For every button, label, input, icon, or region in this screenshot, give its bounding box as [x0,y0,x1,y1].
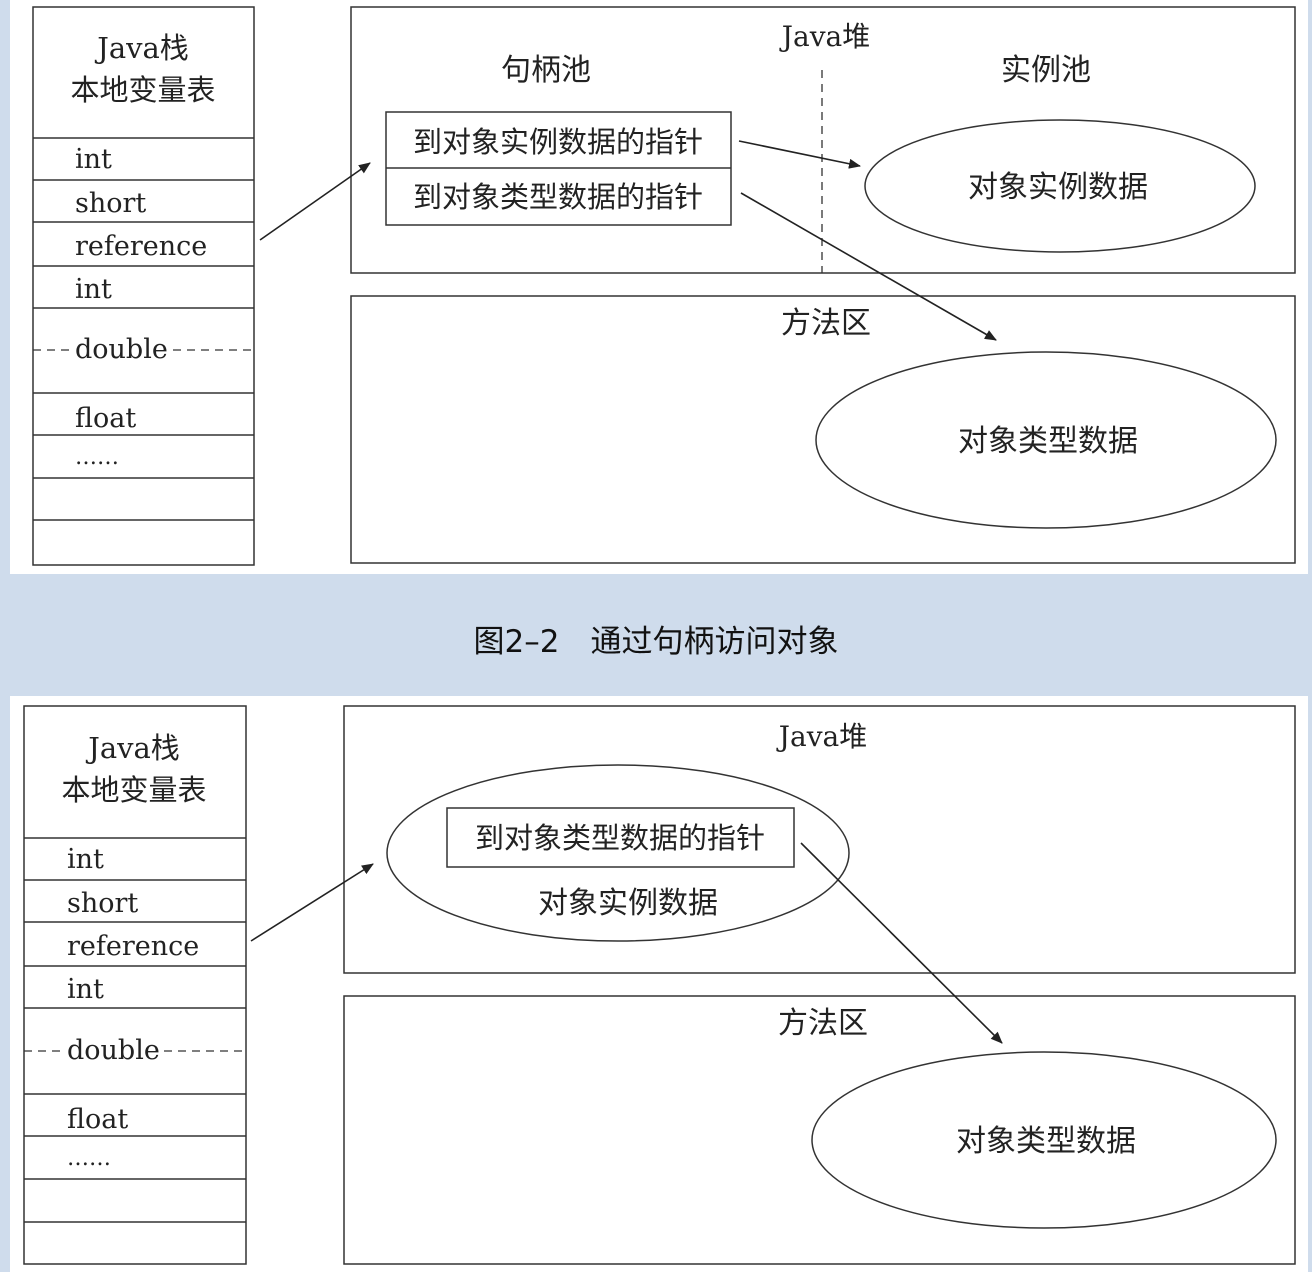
bottom-slot-reference: reference [67,931,199,962]
top-handle-pool-label: 句柄池 [501,53,591,88]
top-type-data: 对象类型数据 [958,424,1138,459]
top-arrow-to-type [740,192,997,341]
top-instance-pool-label: 实例池 [1001,53,1091,88]
top-stack-title-line1: Java栈 [94,31,189,65]
bottom-type-pointer-box [446,807,795,868]
top-method-area-title: 方法区 [781,306,871,341]
top-slot-int-2: int [75,274,112,305]
top-type-ellipse [815,351,1277,529]
top-slot-int-1: int [75,144,112,175]
bottom-slot-short: short [67,888,138,919]
bottom-stack-title-line1: Java栈 [85,731,180,765]
figure-direct-pointer [10,696,1308,1272]
top-slot-short: short [75,188,146,219]
bottom-slot-int-2: int [67,974,104,1005]
bottom-type-ellipse [811,1051,1277,1229]
bottom-java-stack: Java栈 本地变量表 int short reference int doub… [23,705,247,1265]
bottom-slot-ellipsis: …… [67,1146,111,1171]
top-arrow-reference-to-handle [259,162,371,241]
top-ptr-instance: 到对象实例数据的指针 [413,125,703,159]
figure-caption: 图2–2 通过句柄访问对象 [473,624,839,660]
bottom-slot-double: double [67,1035,160,1066]
bottom-heap-title: Java堆 [776,720,867,753]
bottom-java-heap: Java堆 到对象类型数据的指针 对象实例数据 [343,705,1296,974]
top-slot-float: float [75,403,136,434]
bottom-method-area: 方法区 对象类型数据 [343,995,1296,1265]
top-instance-data: 对象实例数据 [968,170,1148,205]
top-slot-reference: reference [75,231,207,262]
bottom-slot-int-1: int [67,844,104,875]
top-slot-ellipsis: …… [75,445,119,470]
bottom-arrow-to-type [800,842,1003,1044]
bottom-method-area-title: 方法区 [778,1006,868,1041]
top-arrow-to-instance [738,140,861,169]
top-instance-ellipse [864,119,1256,253]
bottom-ptr-type: 到对象类型数据的指针 [475,821,765,855]
bottom-type-data: 对象类型数据 [956,1124,1136,1159]
bottom-stack-title-line2: 本地变量表 [61,773,206,807]
top-java-stack: Java栈 本地变量表 int short reference int doub… [32,6,255,566]
top-stack-title-line2: 本地变量表 [70,73,215,107]
top-ptr-type: 到对象类型数据的指针 [413,180,703,214]
top-java-heap: Java堆 句柄池 实例池 到对象实例数据的指针 到对象类型数据的指针 对象实例… [350,6,1296,274]
top-slot-double: double [75,334,168,365]
bottom-slot-float: float [67,1104,128,1135]
bottom-instance-data: 对象实例数据 [538,886,718,921]
bottom-instance-ellipse [386,764,850,942]
top-heap-title: Java堆 [779,20,870,53]
top-method-area: 方法区 对象类型数据 [350,295,1296,564]
bottom-arrow-reference-to-instance [250,863,374,942]
